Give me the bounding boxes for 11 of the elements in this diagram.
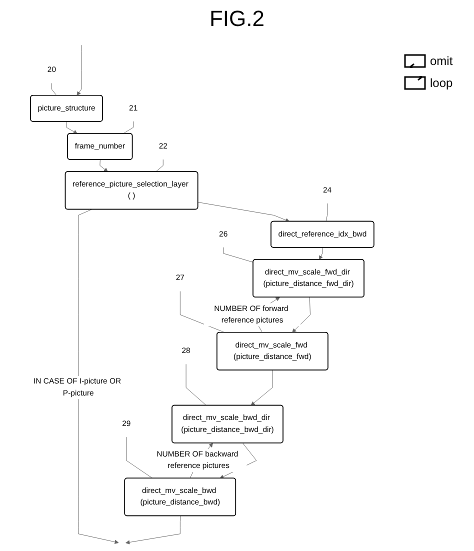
connector — [126, 436, 153, 479]
connector — [186, 364, 207, 406]
connector — [51, 83, 57, 96]
figure-title: FIG.2 — [209, 6, 264, 32]
connector — [326, 203, 328, 222]
legend-text: omit — [430, 54, 453, 68]
connector — [223, 247, 254, 263]
connector — [122, 121, 134, 134]
legend-text: loop — [430, 76, 453, 90]
connector — [180, 291, 226, 333]
connector — [155, 159, 164, 172]
